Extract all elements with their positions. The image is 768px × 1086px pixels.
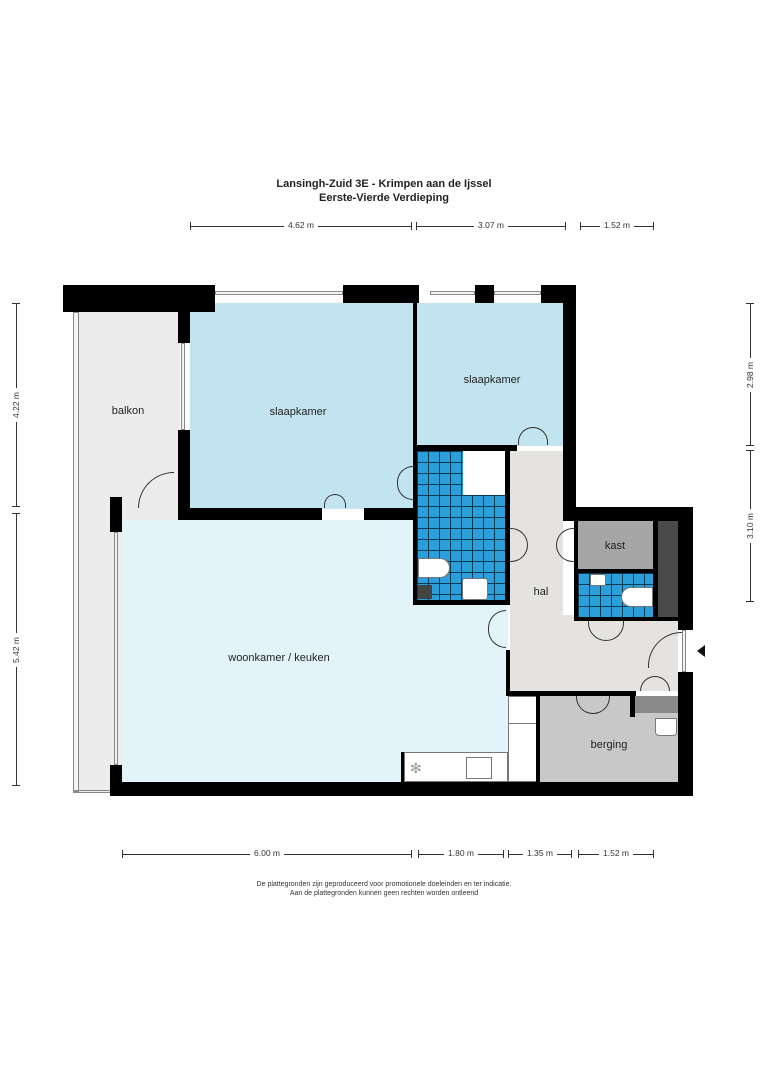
room-slaapkamer-2 — [417, 303, 563, 446]
dimension-right-1: 2.98 m — [745, 303, 755, 446]
wall-right-outer — [678, 507, 693, 630]
dimension-top-1: 4.62 m — [190, 220, 412, 231]
wall-bath-left — [413, 445, 417, 605]
stove-icon — [508, 696, 538, 724]
window-living-side — [114, 532, 118, 765]
handbasin-icon — [590, 574, 606, 586]
wall-bedroom-divider — [413, 303, 417, 445]
shower-area — [463, 451, 505, 495]
wall-bedroom1-bottom-right — [364, 508, 417, 520]
dimension-left-2: 5.42 m — [11, 513, 21, 786]
dimension-bottom-3: 1.35 m — [508, 848, 572, 859]
extractor-fan-icon: ✻ — [410, 760, 422, 776]
label-woonkamer-keuken: woonkamer / keuken — [228, 652, 330, 664]
front-door-frame — [682, 630, 686, 672]
dimension-left-1: 4.22 m — [11, 303, 21, 507]
label-hal: hal — [533, 586, 549, 598]
wall-shaft-left — [653, 521, 658, 621]
label-balkon: balkon — [111, 405, 145, 417]
wall-top-left — [63, 285, 215, 312]
label-berging: berging — [590, 739, 628, 751]
window-bedroom1-side — [181, 343, 185, 430]
sink-icon — [462, 578, 488, 600]
dimension-right-2: 3.10 m — [745, 450, 755, 602]
dimension-top-2: 3.07 m — [416, 220, 566, 231]
toilet-icon — [418, 558, 450, 578]
technical-shaft — [658, 521, 678, 620]
wall-meter-top — [630, 691, 635, 717]
disclaimer-line-1: De plattegronden zijn geproduceerd voor … — [256, 881, 512, 888]
wall-kast-wc-divider — [574, 569, 658, 573]
wall-bedroom1-bottom-left — [178, 508, 322, 520]
wall-bath-bottom — [413, 600, 510, 605]
label-slaapkamer-1: slaapkamer — [269, 406, 327, 418]
wall-top-pillar — [475, 285, 494, 303]
dimension-bottom-1: 6.00 m — [122, 848, 412, 859]
toilet-icon — [621, 587, 653, 607]
wall-berging-left — [536, 691, 540, 782]
wall-kast-top — [563, 507, 693, 521]
wall-bath-right — [505, 451, 510, 605]
label-slaapkamer-2: slaapkamer — [463, 374, 521, 386]
dimension-bottom-4: 1.52 m — [578, 848, 654, 859]
window-bedroom2-top-1 — [430, 291, 475, 295]
wall-top-mid — [343, 285, 419, 303]
window-bedroom2-top-2 — [494, 291, 541, 295]
room-toilet — [578, 573, 653, 618]
balcony-bottom-edge — [73, 790, 113, 793]
wall-kitchen-end — [401, 752, 404, 782]
wall-living-left-top — [110, 497, 122, 532]
wall-wc-bottom — [574, 617, 678, 621]
door-bedroom1[interactable] — [324, 494, 346, 508]
dimension-bottom-2: 1.80 m — [418, 848, 504, 859]
wall-right-lower — [678, 672, 693, 796]
boiler-icon — [655, 718, 677, 736]
meter-cupboard — [635, 696, 678, 713]
kitchen-sink-icon — [466, 757, 492, 779]
room-kast — [578, 521, 653, 569]
plan-title: Lansingh-Zuid 3E - Krimpen aan de Ijssel — [276, 178, 492, 190]
wall-bottom — [110, 782, 693, 796]
label-kast: kast — [604, 540, 626, 552]
window-bedroom1-top — [215, 291, 343, 295]
dimension-top-3: 1.52 m — [580, 220, 654, 231]
wall-hal-left-lower — [506, 650, 510, 692]
entrance-arrow-icon — [697, 645, 705, 657]
room-slaapkamer-1 — [190, 303, 413, 509]
plan-subtitle: Eerste-Vierde Verdieping — [318, 192, 450, 204]
shaft — [418, 585, 432, 599]
wall-right-outer-upper — [563, 285, 576, 521]
wall-hal-bottom — [506, 691, 636, 696]
wall-bedroom2-bottom — [413, 445, 517, 451]
balcony-railing — [73, 312, 79, 792]
disclaimer-line-2: Aan de plattegronden kunnen geen rechten… — [289, 890, 479, 897]
wall-bedroom1-left-upper — [178, 303, 190, 343]
room-hal — [510, 451, 563, 691]
wall-bedroom1-left-lower — [178, 430, 190, 520]
wall-living-left-bottom — [110, 765, 122, 796]
